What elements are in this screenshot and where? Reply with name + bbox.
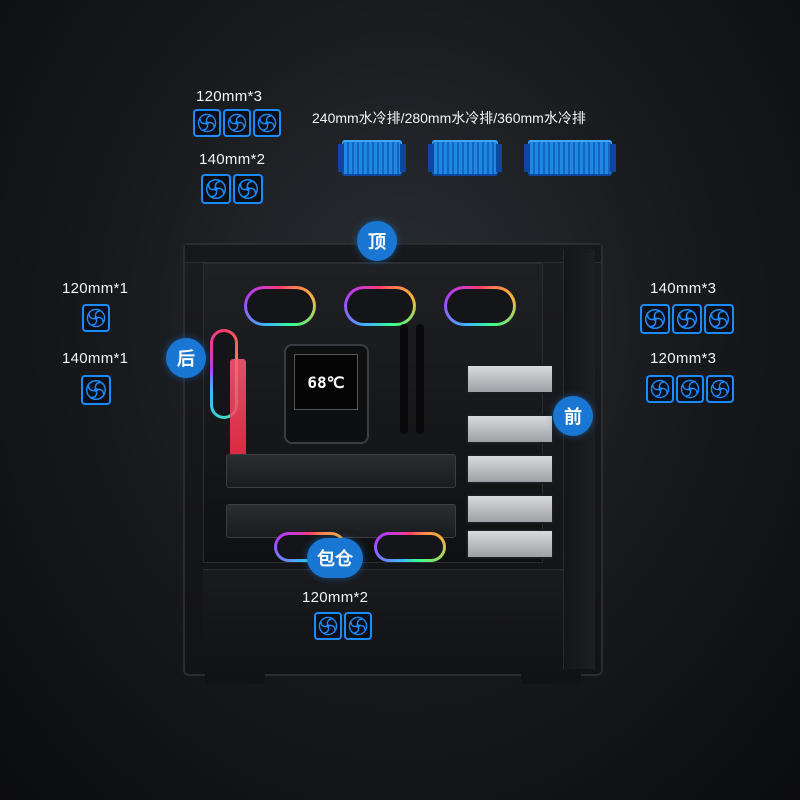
drive-bay <box>466 454 554 484</box>
rear-140-fan-icons <box>81 375 111 405</box>
fan-icon <box>193 109 221 137</box>
rear-140-fan-label: 140mm*1 <box>62 350 129 367</box>
fan-icon <box>233 174 263 204</box>
bottom-fan-ring <box>374 532 446 562</box>
drive-bay <box>466 364 554 394</box>
gpu-card <box>226 504 456 538</box>
bottom-120-fan-label: 120mm*2 <box>302 589 369 606</box>
pc-case-image: 68℃ <box>183 243 603 684</box>
bottom-position-badge: 包仓 <box>307 538 363 578</box>
case-glass-window: 68℃ <box>203 263 554 563</box>
case-front-panel <box>563 249 595 669</box>
fan-icon <box>672 304 702 334</box>
fan-icon <box>676 375 704 403</box>
radiator-240-icon <box>338 140 406 176</box>
top-fan-ring <box>244 286 316 326</box>
top-120-fan-icons <box>193 109 281 137</box>
drive-bay <box>466 529 554 559</box>
fan-icon <box>344 612 372 640</box>
rear-120-fan-icons <box>82 304 110 332</box>
fan-icon <box>201 174 231 204</box>
radiator-label: 240mm水冷排/280mm水冷排/360mm水冷排 <box>312 110 586 126</box>
rear-position-badge: 后 <box>166 338 206 378</box>
top-fan-ring <box>444 286 516 326</box>
rear-120-fan-label: 120mm*1 <box>62 280 129 297</box>
radiator-360-icon <box>524 140 616 176</box>
cpu-waterblock: 68℃ <box>284 344 369 444</box>
coolant-tube <box>400 324 408 434</box>
front-position-badge: 前 <box>553 396 593 436</box>
case-top-panel <box>185 245 601 263</box>
fan-icon <box>640 304 670 334</box>
top-140-fan-label: 140mm*2 <box>199 151 266 168</box>
coolant-tube <box>416 324 424 434</box>
top-fan-ring <box>344 286 416 326</box>
front-140-fan-icons <box>640 304 734 334</box>
gpu-card <box>226 454 456 488</box>
psu-shroud <box>203 569 578 649</box>
case-foot <box>521 672 581 684</box>
rgb-strip <box>230 359 246 459</box>
bottom-120-fan-icons <box>314 612 372 640</box>
case-foot <box>205 672 265 684</box>
front-140-fan-label: 140mm*3 <box>650 280 717 297</box>
fan-icon <box>81 375 111 405</box>
waterblock-display: 68℃ <box>294 354 358 410</box>
fan-icon <box>706 375 734 403</box>
fan-icon <box>253 109 281 137</box>
top-position-badge: 顶 <box>357 221 397 261</box>
fan-icon <box>314 612 342 640</box>
drive-bay <box>466 494 554 524</box>
top-120-fan-label: 120mm*3 <box>196 88 263 105</box>
fan-icon <box>646 375 674 403</box>
drive-bay <box>466 414 554 444</box>
front-120-fan-icons <box>646 375 734 403</box>
front-120-fan-label: 120mm*3 <box>650 350 717 367</box>
radiator-280-icon <box>428 140 502 176</box>
fan-icon <box>82 304 110 332</box>
fan-icon <box>223 109 251 137</box>
rear-fan-ring <box>210 329 238 419</box>
fan-icon <box>704 304 734 334</box>
top-140-fan-icons <box>201 174 263 204</box>
